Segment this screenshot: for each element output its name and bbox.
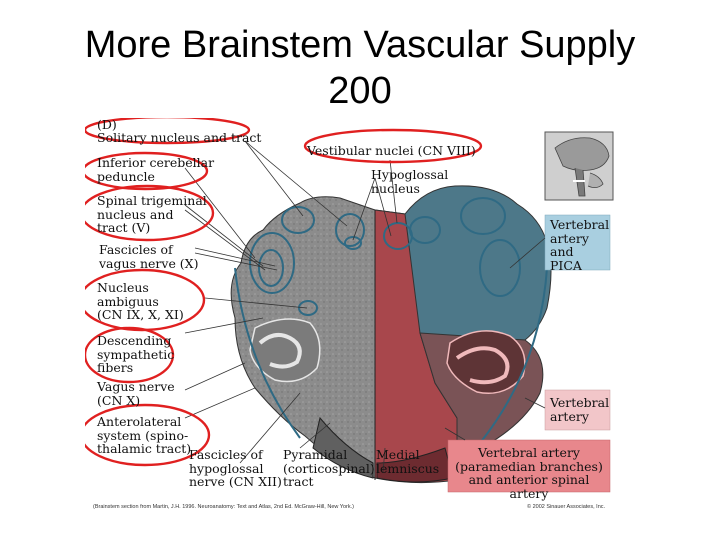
legend-vertebral-pica-label: Vertebral artery and PICA [550, 217, 609, 273]
label-vagus-fascicles: Fascicles of vagus nerve (X) [99, 243, 198, 270]
label-descending-sympathetic: Descending sympathetic fibers [97, 334, 174, 375]
label-solitary-nucleus: Solitary nucleus and tract [97, 131, 261, 145]
legend-vertebral-artery-label: Vertebral artery [550, 395, 609, 424]
slide-title-line1: More Brainstem Vascular Supply [0, 22, 720, 68]
label-pyramidal-tract: Pyramidal (corticospinal) tract [283, 448, 375, 489]
label-hypoglossal-fascicles: Fascicles of hypoglossal nerve (CN XII) [189, 448, 282, 489]
legend-vertebral-artery-text: Vertebral artery [545, 393, 610, 426]
label-hypoglossal-nucleus: Hypoglossal nucleus [371, 168, 448, 195]
slide-title-line2: 200 [0, 68, 720, 114]
label-vestibular-nuclei: Vestibular nuclei (CN VIII) [307, 144, 476, 158]
brainstem-figure: (D) Solitary nucleus and tract Inferior … [85, 118, 625, 516]
label-vagus-nerve: Vagus nerve (CN X) [97, 380, 175, 407]
legend-vertebral-paramedian-label: Vertebral artery (paramedian branches) a… [455, 445, 603, 501]
legend-vertebral-paramedian-text: Vertebral artery (paramedian branches) a… [448, 443, 610, 503]
label-medial-lemniscus: Medial lemniscus [376, 448, 439, 475]
label-anterolateral-system: Anterolateral system (spino- thalamic tr… [97, 415, 191, 456]
figure-credit-source: (Brainstem section from Martin, J.H. 199… [93, 504, 354, 510]
label-nucleus-ambiguus: Nucleus ambiguus (CN IX, X, XI) [97, 281, 184, 322]
legend-vertebral-pica-text: Vertebral artery and PICA [545, 215, 610, 275]
slide-title: More Brainstem Vascular Supply 200 [0, 22, 720, 114]
label-inferior-cerebellar-peduncle: Inferior cerebellar peduncle [97, 156, 214, 183]
figure-credit-copyright: © 2002 Sinauer Associates, Inc. [527, 504, 605, 510]
label-spinal-trigeminal: Spinal trigeminal nucleus and tract (V) [97, 194, 207, 235]
